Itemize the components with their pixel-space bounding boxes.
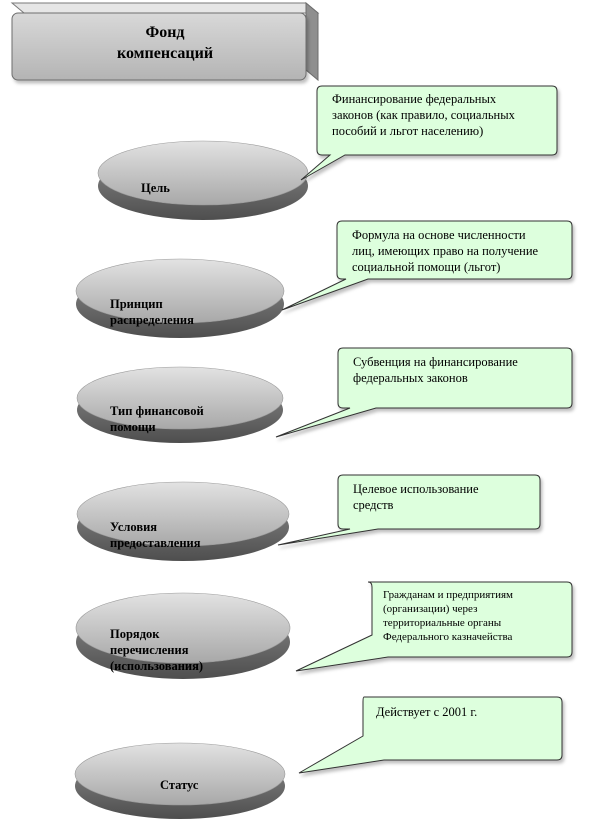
row-label-status: Статус	[160, 778, 199, 792]
callout-text-status: Действует с 2001 г.	[376, 705, 478, 719]
row-label-conditions: Условия предоставления	[110, 520, 201, 550]
callout-2	[281, 220, 573, 311]
disk-6	[74, 742, 286, 819]
callout-1	[300, 85, 558, 181]
callout-6	[298, 696, 563, 774]
title-plaque	[10, 1, 320, 82]
row-label-aid-type: Тип финансовой помощи	[110, 404, 204, 434]
row-label-principle: Принцип распределения	[110, 297, 194, 327]
row-label-transfer-order: Порядок перечисления (использования)	[110, 627, 204, 673]
disk-5	[75, 592, 291, 679]
disk-4	[76, 481, 290, 561]
diagram-title: Фонд компенсаций	[116, 24, 214, 62]
callout-text-aid-type: Субвенция на финансирование федеральных …	[353, 355, 518, 385]
callout-text-principle: Формула на основе численности лиц, имеющ…	[352, 228, 539, 274]
callout-5	[295, 581, 573, 672]
callout-3	[275, 347, 573, 438]
disk-1	[97, 140, 309, 220]
callout-text-conditions: Целевое использование средств	[353, 482, 479, 512]
callout-4	[277, 474, 541, 546]
disk-3	[76, 366, 284, 443]
row-label-goal: Цель	[141, 181, 170, 195]
callout-text-transfer-order: Гражданам и предприятиям (организации) ч…	[383, 589, 514, 643]
disk-2	[75, 258, 285, 338]
title-box: Фонд компенсаций	[12, 3, 318, 81]
callout-text-goal: Финансирование федеральных законов (как …	[332, 92, 515, 138]
